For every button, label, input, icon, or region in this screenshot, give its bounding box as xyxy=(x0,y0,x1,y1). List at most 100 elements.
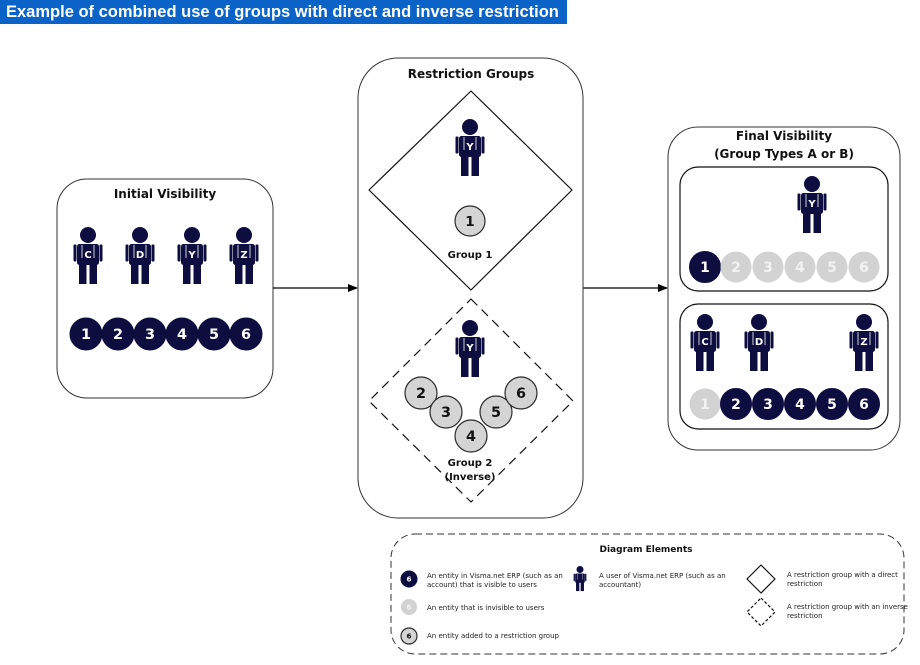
entity-circle: 1 xyxy=(69,317,103,351)
entity-number: 3 xyxy=(441,405,451,421)
user-letter: Y xyxy=(465,142,474,153)
entity-circle: 6 xyxy=(400,570,418,588)
page-title: Example of combined use of groups with d… xyxy=(0,0,567,24)
user-icon: C xyxy=(690,314,720,371)
legend-added-text: An entity added to a restriction group xyxy=(427,632,560,640)
user-letter: Y xyxy=(465,343,474,354)
user-letter: Y xyxy=(807,199,816,210)
legend-invisible-text: An entity that is invisible to users xyxy=(427,604,545,612)
entity-number: 5 xyxy=(827,260,837,276)
entity-number: 3 xyxy=(145,327,155,343)
user-letter: D xyxy=(136,250,144,261)
entity-number: 4 xyxy=(177,327,187,343)
entity-circle: 3 xyxy=(133,317,167,351)
user-letter: Y xyxy=(187,250,196,261)
entity-circle: 6 xyxy=(229,317,263,351)
entity-number: 3 xyxy=(763,260,773,276)
legend-title: Diagram Elements xyxy=(600,545,693,555)
legend-visible-text-1: An entity in Visma.net ERP (such as an xyxy=(427,572,563,580)
entity-circle: 3 xyxy=(752,388,784,420)
legend-visible-text-2: account) that is visible to users xyxy=(427,581,537,589)
entity-number: 1 xyxy=(81,327,91,343)
direct-restriction-diamond xyxy=(368,90,573,291)
entity-circle: 5 xyxy=(816,388,848,420)
initial-visibility-title: Initial Visibility xyxy=(114,187,216,201)
entity-number: 1 xyxy=(700,397,710,413)
entity-circle: 4 xyxy=(784,388,816,420)
final-box-group-1: Y 1 2 3 4 5 6 xyxy=(679,166,889,292)
group-2-sublabel: (Inverse) xyxy=(445,472,496,483)
final-visibility-panel: Final Visibility (Group Types A or B) Y … xyxy=(667,126,901,451)
entity-circle: 1 xyxy=(454,205,486,237)
restriction-groups-title: Restriction Groups xyxy=(408,67,535,81)
user-letter: Z xyxy=(860,337,867,348)
entity-number: 2 xyxy=(113,327,123,343)
entity-number: 3 xyxy=(763,397,773,413)
entity-number: 4 xyxy=(795,397,805,413)
legend-direct-diamond-icon xyxy=(746,564,776,594)
entity-circle: 2 xyxy=(720,388,752,420)
group-1-label: Group 1 xyxy=(448,250,493,261)
entity-number: 1 xyxy=(700,260,710,276)
entity-number: 2 xyxy=(731,260,741,276)
entity-number: 6 xyxy=(859,397,869,413)
initial-visibility-panel: Initial Visibility C D Y Z 1 2 3 4 5 6 xyxy=(56,178,274,399)
final-visibility-subtitle: (Group Types A or B) xyxy=(714,147,854,161)
entity-circle: 5 xyxy=(479,395,513,429)
entity-circle: 3 xyxy=(429,395,463,429)
entity-number: 2 xyxy=(416,386,426,402)
entity-circle: 4 xyxy=(784,251,816,283)
entity-circle: 5 xyxy=(197,317,231,351)
legend-direct-text-2: restriction xyxy=(787,580,823,588)
entity-circle: 4 xyxy=(165,317,199,351)
legend-user-text-2: accountant) xyxy=(599,581,641,589)
user-letter: C xyxy=(701,337,708,348)
legend-user-text-1: A user of Visma.net ERP (such as an xyxy=(599,572,726,580)
group-1-direct: Y 1 Group 1 xyxy=(368,90,573,291)
entity-circle: 3 xyxy=(752,251,784,283)
entity-number: 6 xyxy=(241,327,251,343)
entity-circle: 6 xyxy=(848,251,880,283)
entity-number: 6 xyxy=(406,603,411,612)
entity-circle: 4 xyxy=(454,419,488,453)
user-icon: Y xyxy=(455,320,485,377)
user-letter: Z xyxy=(240,250,247,261)
entity-number: 4 xyxy=(795,260,805,276)
user-icon: C xyxy=(73,227,103,284)
user-icon: Z xyxy=(229,227,259,284)
user-icon xyxy=(573,566,587,592)
entity-number: 5 xyxy=(491,405,501,421)
entity-circle: 1 xyxy=(689,388,721,420)
user-icon: Y xyxy=(455,119,485,176)
entity-circle: 6 xyxy=(400,627,418,645)
user-icon: D xyxy=(125,227,155,284)
entity-number: 1 xyxy=(465,214,474,230)
entity-number: 4 xyxy=(466,429,476,445)
inverse-restriction-diamond xyxy=(368,298,574,503)
entity-circle: 6 xyxy=(401,599,417,615)
entity-number: 6 xyxy=(859,260,869,276)
legend: Diagram Elements 6 6 6 An entity in Visma.… xyxy=(390,533,908,655)
legend-inverse-diamond-icon xyxy=(746,597,776,627)
entity-number: 5 xyxy=(209,327,219,343)
entity-circle: 6 xyxy=(848,388,880,420)
user-icon: D xyxy=(744,314,774,371)
entity-number: 6 xyxy=(406,632,411,641)
legend-inverse-text-1: A restriction group with an inverse xyxy=(787,603,908,611)
legend-direct-text-1: A restriction group with a direct xyxy=(787,571,898,579)
final-visibility-title: Final Visibility xyxy=(736,129,832,143)
entity-circle: 1 xyxy=(689,251,721,283)
user-icon: Y xyxy=(797,176,827,233)
user-letter: D xyxy=(755,337,763,348)
user-icon: Z xyxy=(849,314,879,371)
entity-number: 2 xyxy=(731,397,741,413)
entity-circle: 5 xyxy=(816,251,848,283)
entity-circle: 6 xyxy=(504,376,538,410)
entity-number: 6 xyxy=(516,386,526,402)
user-letter: C xyxy=(84,250,91,261)
entity-circle: 2 xyxy=(720,251,752,283)
